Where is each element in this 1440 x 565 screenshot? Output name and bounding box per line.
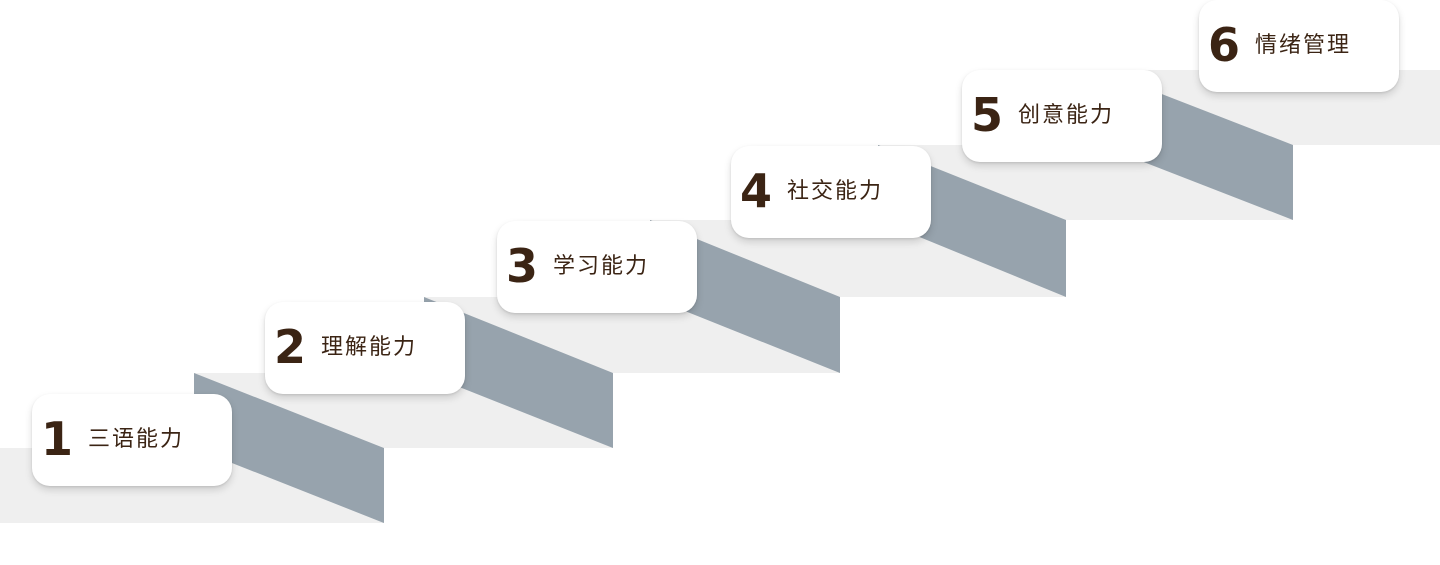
step-number: 5 <box>971 88 1004 142</box>
step-label: 创意能力 <box>1018 103 1115 128</box>
step-riser-2 <box>424 297 613 448</box>
step-card-5: 5 创意能力 <box>962 70 1162 162</box>
step-number: 2 <box>274 320 307 374</box>
step-number: 4 <box>740 164 773 218</box>
step-label: 三语能力 <box>88 427 185 452</box>
step-label: 情绪管理 <box>1255 33 1352 58</box>
step-card-3: 3 学习能力 <box>497 221 697 313</box>
step-card-6: 6 情绪管理 <box>1199 0 1399 92</box>
step-riser-1 <box>194 373 384 523</box>
step-number: 1 <box>41 412 74 466</box>
step-card-2: 2 理解能力 <box>265 302 465 394</box>
step-card-4: 4 社交能力 <box>731 146 931 238</box>
step-label: 理解能力 <box>321 335 418 360</box>
step-label: 学习能力 <box>553 254 650 279</box>
step-label: 社交能力 <box>787 179 884 204</box>
step-riser-3 <box>650 220 840 373</box>
step-card-1: 1 三语能力 <box>32 394 232 486</box>
step-number: 3 <box>506 239 539 293</box>
step-number: 6 <box>1208 18 1241 72</box>
